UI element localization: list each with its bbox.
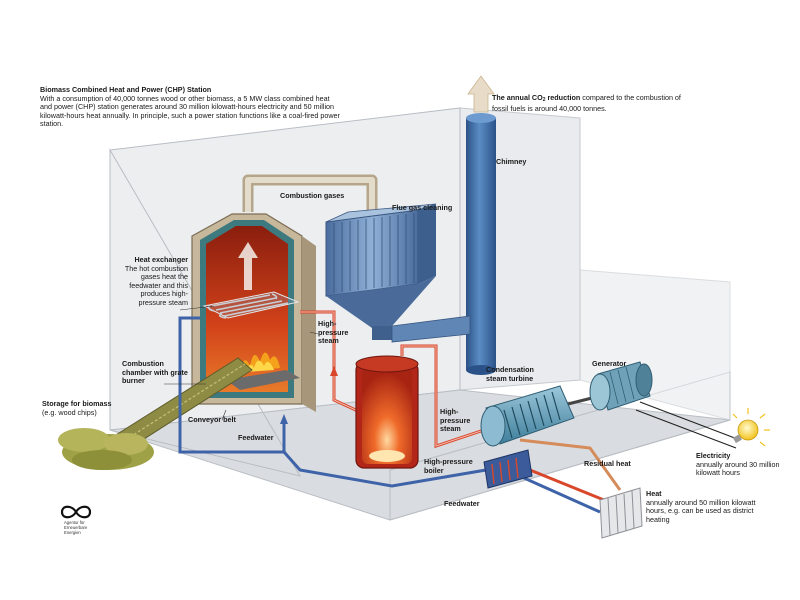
combustion-chamber [191,213,316,412]
heat-exchanger-text: The hot combustion gases heat the feedwa… [124,263,188,307]
hot-gas-arrow-icon [238,242,258,290]
generator [589,361,653,411]
co2-up-arrow-icon [467,75,495,113]
biomass-storage-title: Storage for biomass [42,399,112,408]
co2-lead: The annual CO [492,93,543,102]
biomass-storage-label: Storage for biomass (e.g. wood chips) [42,399,132,417]
condensation-turbine-label: Condensation steam turbine [486,365,534,383]
co2-bold-tail: reduction [545,93,581,102]
biomass-pile [58,428,154,470]
electricity-title: Electricity [696,451,731,460]
intro-body: With a consumption of 40,000 tonnes wood… [40,93,340,129]
pipes [178,310,741,514]
combustion-chamber-label: Combustion chamber with grate burner [122,359,188,386]
generator-label: Generator [592,359,627,368]
heat-text: annually around 50 million kilowatt hour… [646,497,756,524]
electricity-text: annually around 30 million kilowatt hour… [696,459,780,478]
residual-heat-label: Residual heat [584,459,631,468]
infinity-logo-icon [60,505,92,519]
co2-note: The annual CO2 reduction compared to the… [492,93,682,113]
logo-text: Agentur für Erneuerbare Energien [64,520,88,535]
heat-exchanger-label: Heat exchanger The hot combustion gases … [116,255,188,308]
chimney-label: Chimney [496,157,527,166]
steam-flow-arrow-icon [330,366,338,376]
flue-gas-cleaning-unit [325,203,471,343]
hp-steam-label-1: High-pressure steam [318,319,349,346]
high-pressure-boiler [355,355,419,469]
steam-turbine [480,385,575,447]
hp-boiler-label: High-pressure boiler [424,457,473,475]
chimney [466,75,496,375]
biomass-storage-text: (e.g. wood chips) [42,407,97,417]
district-heat-exchanger [483,449,533,489]
combustion-gases-label: Combustion gases [280,191,345,200]
leader-lines [164,305,319,421]
light-bulb-icon [732,408,770,447]
heat-label: Heat annually around 50 million kilowatt… [646,489,756,524]
combustion-gases-duct [242,174,378,212]
intro-title: Biomass Combined Heat and Power (CHP) St… [40,85,212,94]
radiator-icon [599,487,643,539]
heat-exchanger-coil [202,291,300,319]
co2-body: compared to the combustion of fossil fue… [492,93,681,113]
feedwater-arrow-icon [280,414,288,424]
intro-text: Biomass Combined Heat and Power (CHP) St… [40,85,340,129]
grate-burner [226,352,300,390]
feedwater-label-1: Feedwater [238,433,274,442]
electricity-label: Electricity annually around 30 million k… [696,451,786,478]
feedwater-label-2: Feedwater [444,499,480,508]
co2-sub: 2 [542,97,546,103]
flue-gas-cleaning-label: Flue gas cleaning [392,203,453,212]
heat-title: Heat [646,489,662,498]
hp-steam-label-2: High-pressure steam [440,407,471,434]
heat-exchanger-title: Heat exchanger [134,255,188,264]
conveyor-belt-label: Conveyor belt [188,415,236,424]
